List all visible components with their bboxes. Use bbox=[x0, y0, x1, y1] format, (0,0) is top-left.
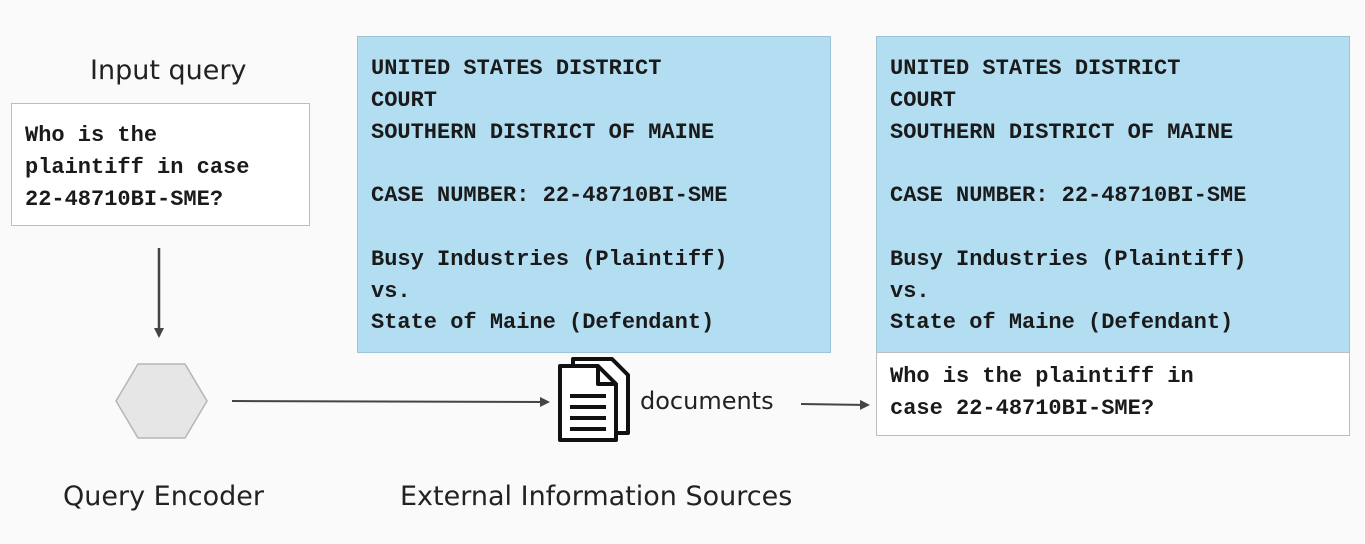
question-line: case 22-48710BI-SME? bbox=[890, 396, 1155, 421]
document-line: Busy Industries (Plaintiff) bbox=[371, 246, 728, 272]
context-line: SOUTHERN DISTRICT OF MAINE bbox=[890, 119, 1234, 145]
context-line: Busy Industries (Plaintiff) bbox=[890, 246, 1247, 272]
augmented-context-box: UNITED STATES DISTRICT COURT SOUTHERN DI… bbox=[876, 36, 1350, 353]
query-line: 22-48710BI-SME? bbox=[25, 187, 224, 212]
query-encoder-label: Query Encoder bbox=[63, 481, 265, 512]
augmented-question-box: Who is the plaintiff in case 22-48710BI-… bbox=[876, 352, 1350, 436]
external-sources-label: External Information Sources bbox=[400, 481, 793, 512]
arrow-documents-to-prompt bbox=[800, 399, 870, 410]
document-line: State of Maine (Defendant) bbox=[371, 310, 715, 336]
input-query-label: Input query bbox=[90, 55, 247, 86]
arrow-encoder-to-documents bbox=[231, 396, 550, 407]
context-line: State of Maine (Defendant) bbox=[890, 310, 1234, 336]
retrieved-document-box: UNITED STATES DISTRICT COURT SOUTHERN DI… bbox=[357, 36, 831, 353]
document-line: UNITED STATES DISTRICT bbox=[371, 56, 662, 81]
document-line: COURT bbox=[371, 87, 438, 113]
context-line: UNITED STATES DISTRICT bbox=[890, 56, 1181, 81]
documents-label: documents bbox=[640, 387, 774, 415]
document-line: SOUTHERN DISTRICT OF MAINE bbox=[371, 119, 715, 145]
context-line: CASE NUMBER: 22-48710BI-SME bbox=[890, 183, 1247, 209]
question-line: Who is the plaintiff in bbox=[890, 364, 1194, 389]
query-line: Who is the bbox=[25, 123, 158, 148]
document-line: CASE NUMBER: 22-48710BI-SME bbox=[371, 183, 728, 209]
document-line: vs. bbox=[371, 278, 411, 304]
hexagon-icon bbox=[115, 363, 208, 439]
context-line: COURT bbox=[890, 87, 957, 113]
context-line: vs. bbox=[890, 278, 930, 304]
documents-icon bbox=[558, 357, 630, 442]
query-line: plaintiff in case bbox=[25, 155, 250, 180]
query-box: Who is the plaintiff in case 22-48710BI-… bbox=[11, 103, 310, 226]
